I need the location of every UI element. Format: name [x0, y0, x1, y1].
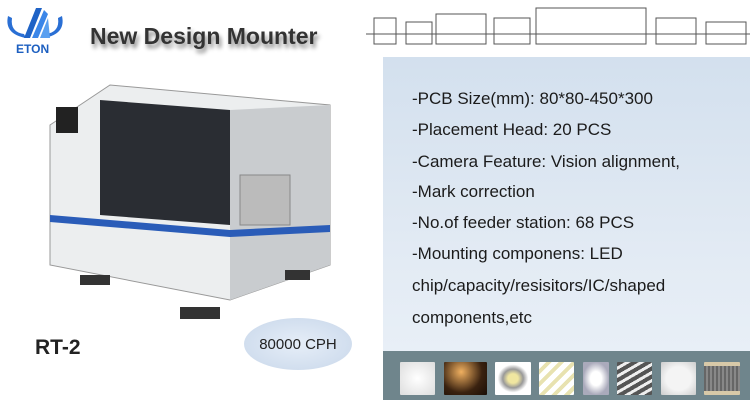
thumbnail-led-tubes [539, 362, 574, 395]
spec-line: components,etc [412, 308, 533, 327]
brand-name: ETON [16, 42, 50, 56]
production-line-drawing [366, 7, 750, 45]
spec-line: -No.of feeder station: 68 PCS [412, 213, 635, 232]
model-label: RT-2 [35, 336, 81, 359]
spec-line: -Camera Feature: Vision alignment, [412, 152, 681, 171]
spec-line: -Mark correction [412, 182, 535, 201]
spec-line: -Mounting componens: LED [412, 244, 623, 263]
spec-line: -Placement Head: 20 PCS [412, 120, 612, 139]
thumbnail-ceiling-light [583, 362, 609, 395]
thumbnail-downlight [495, 362, 531, 395]
spec-line: -PCB Size(mm): 80*80-450*300 [412, 89, 653, 108]
speed-badge: 80000 CPH [244, 318, 352, 370]
thumbnail-led-bulbs [400, 362, 435, 395]
thumbnail-led-strip-panel [704, 362, 740, 395]
spec-panel [383, 57, 750, 351]
mounter-machine-image [49, 84, 331, 319]
thumbnail-led-module [661, 362, 696, 395]
spec-line: chip/capacity/resisitors/IC/shaped [412, 276, 666, 295]
thumbnail-street-light [444, 362, 487, 395]
page-title: New Design Mounter [90, 23, 318, 49]
eton-logo-icon [7, 8, 63, 38]
thumbnail-panel-lights [617, 362, 652, 395]
speed-text: 80000 CPH [259, 335, 337, 353]
